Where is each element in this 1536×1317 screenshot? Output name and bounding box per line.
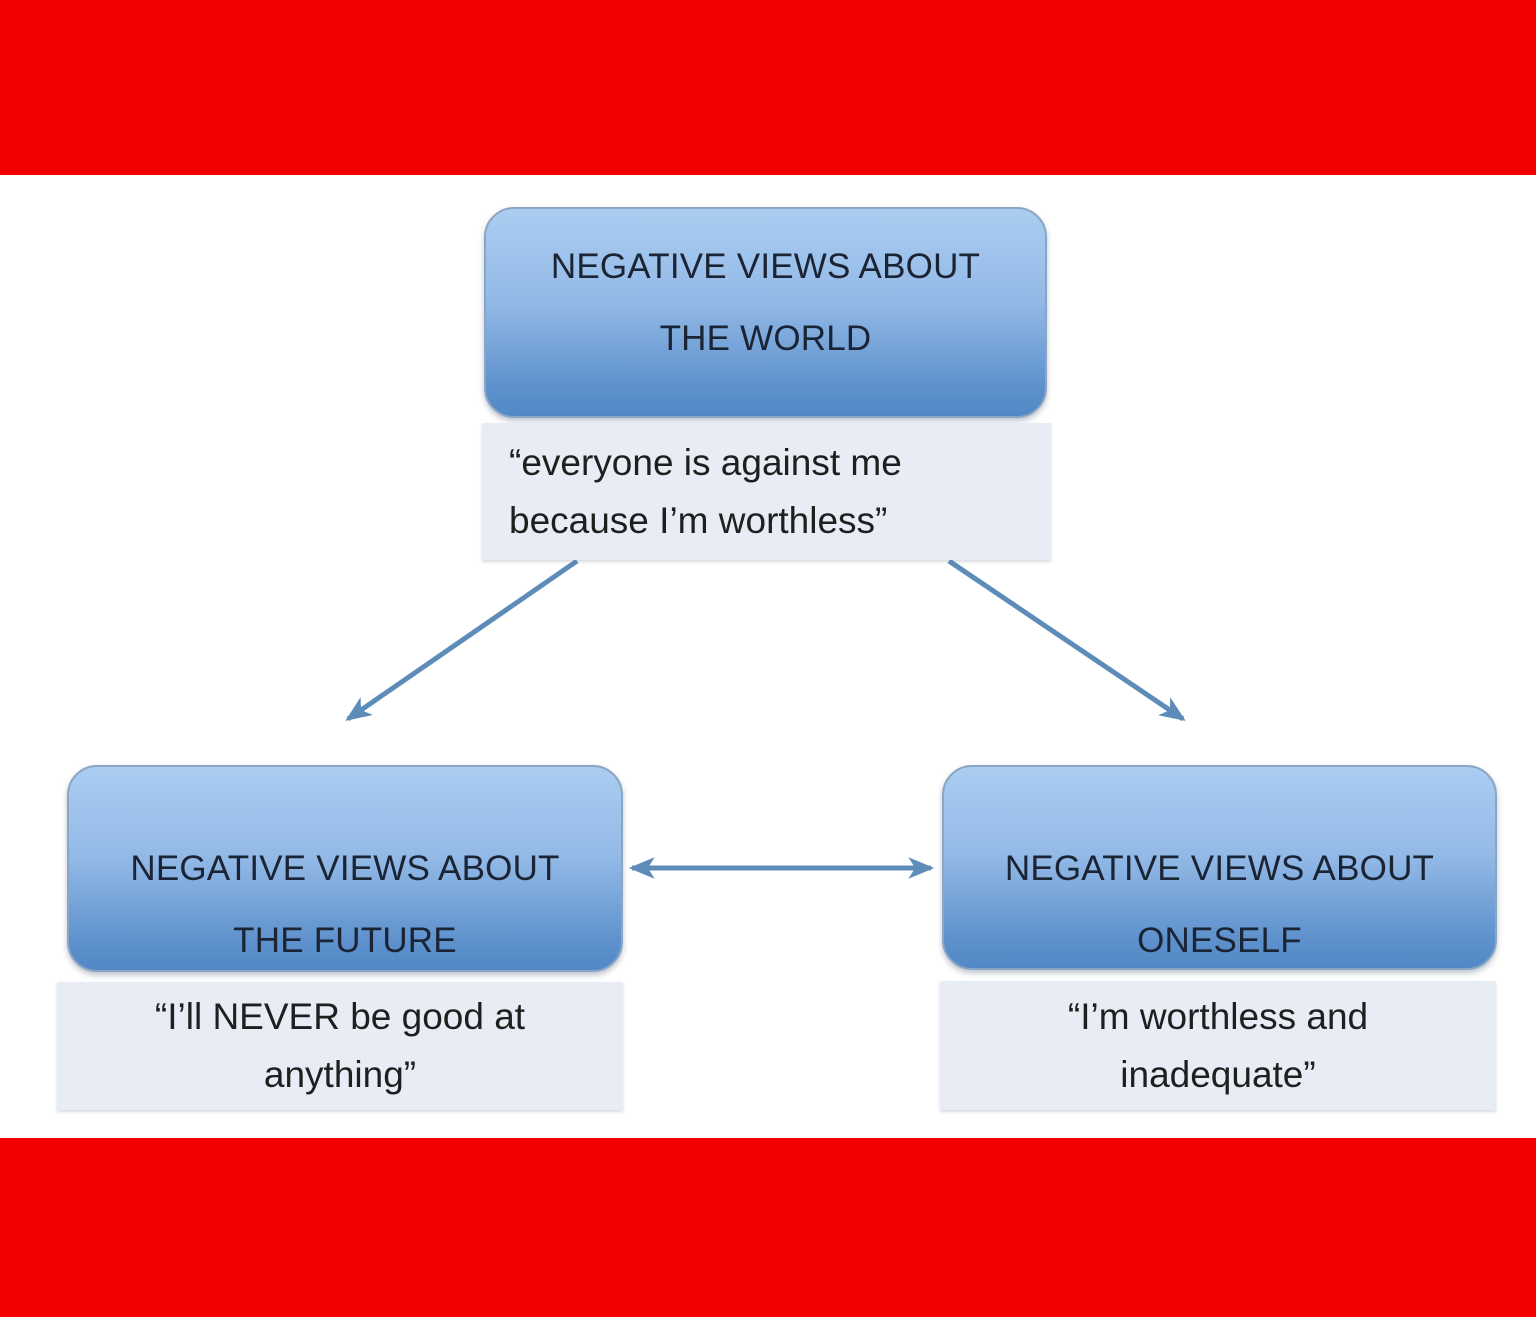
node-future-quote: “I’ll NEVER be good at anything” bbox=[57, 982, 623, 1110]
node-world-title-line2: THE WORLD bbox=[659, 319, 872, 358]
node-world-quote-line2: because I’m worthless” bbox=[509, 499, 888, 541]
node-oneself-title-line2: ONESELF bbox=[1137, 921, 1302, 960]
node-future-quote-line1: “I’ll NEVER be good at bbox=[154, 996, 526, 1037]
node-world-title-line1: NEGATIVE VIEWS ABOUT bbox=[550, 247, 981, 286]
node-world-quote: “everyone is against me because I’m wort… bbox=[482, 423, 1051, 560]
node-oneself-title-line1: NEGATIVE VIEWS ABOUT bbox=[1004, 849, 1435, 888]
node-future-box: NEGATIVE VIEWS ABOUT THE FUTURE bbox=[67, 765, 623, 972]
arrow-world-to-future bbox=[345, 558, 579, 722]
node-oneself-quote: “I’m worthless and inadequate” bbox=[940, 981, 1496, 1110]
node-world-quote-line1: “everyone is against me bbox=[509, 441, 902, 483]
node-oneself-quote-line2: inadequate” bbox=[1120, 1053, 1316, 1095]
red-band-bottom bbox=[0, 1138, 1536, 1317]
red-band-top bbox=[0, 0, 1536, 175]
node-oneself-quote-line1: “I’m worthless and bbox=[1067, 995, 1369, 1037]
node-world-box: NEGATIVE VIEWS ABOUT THE WORLD bbox=[484, 207, 1047, 418]
node-future-quote-line2: anything” bbox=[263, 1054, 417, 1095]
arrow-world-to-oneself bbox=[947, 558, 1186, 722]
node-oneself-box: NEGATIVE VIEWS ABOUT ONESELF bbox=[942, 765, 1497, 970]
node-future-title-line2: THE FUTURE bbox=[233, 921, 457, 960]
node-future-title-line1: NEGATIVE VIEWS ABOUT bbox=[130, 849, 560, 888]
